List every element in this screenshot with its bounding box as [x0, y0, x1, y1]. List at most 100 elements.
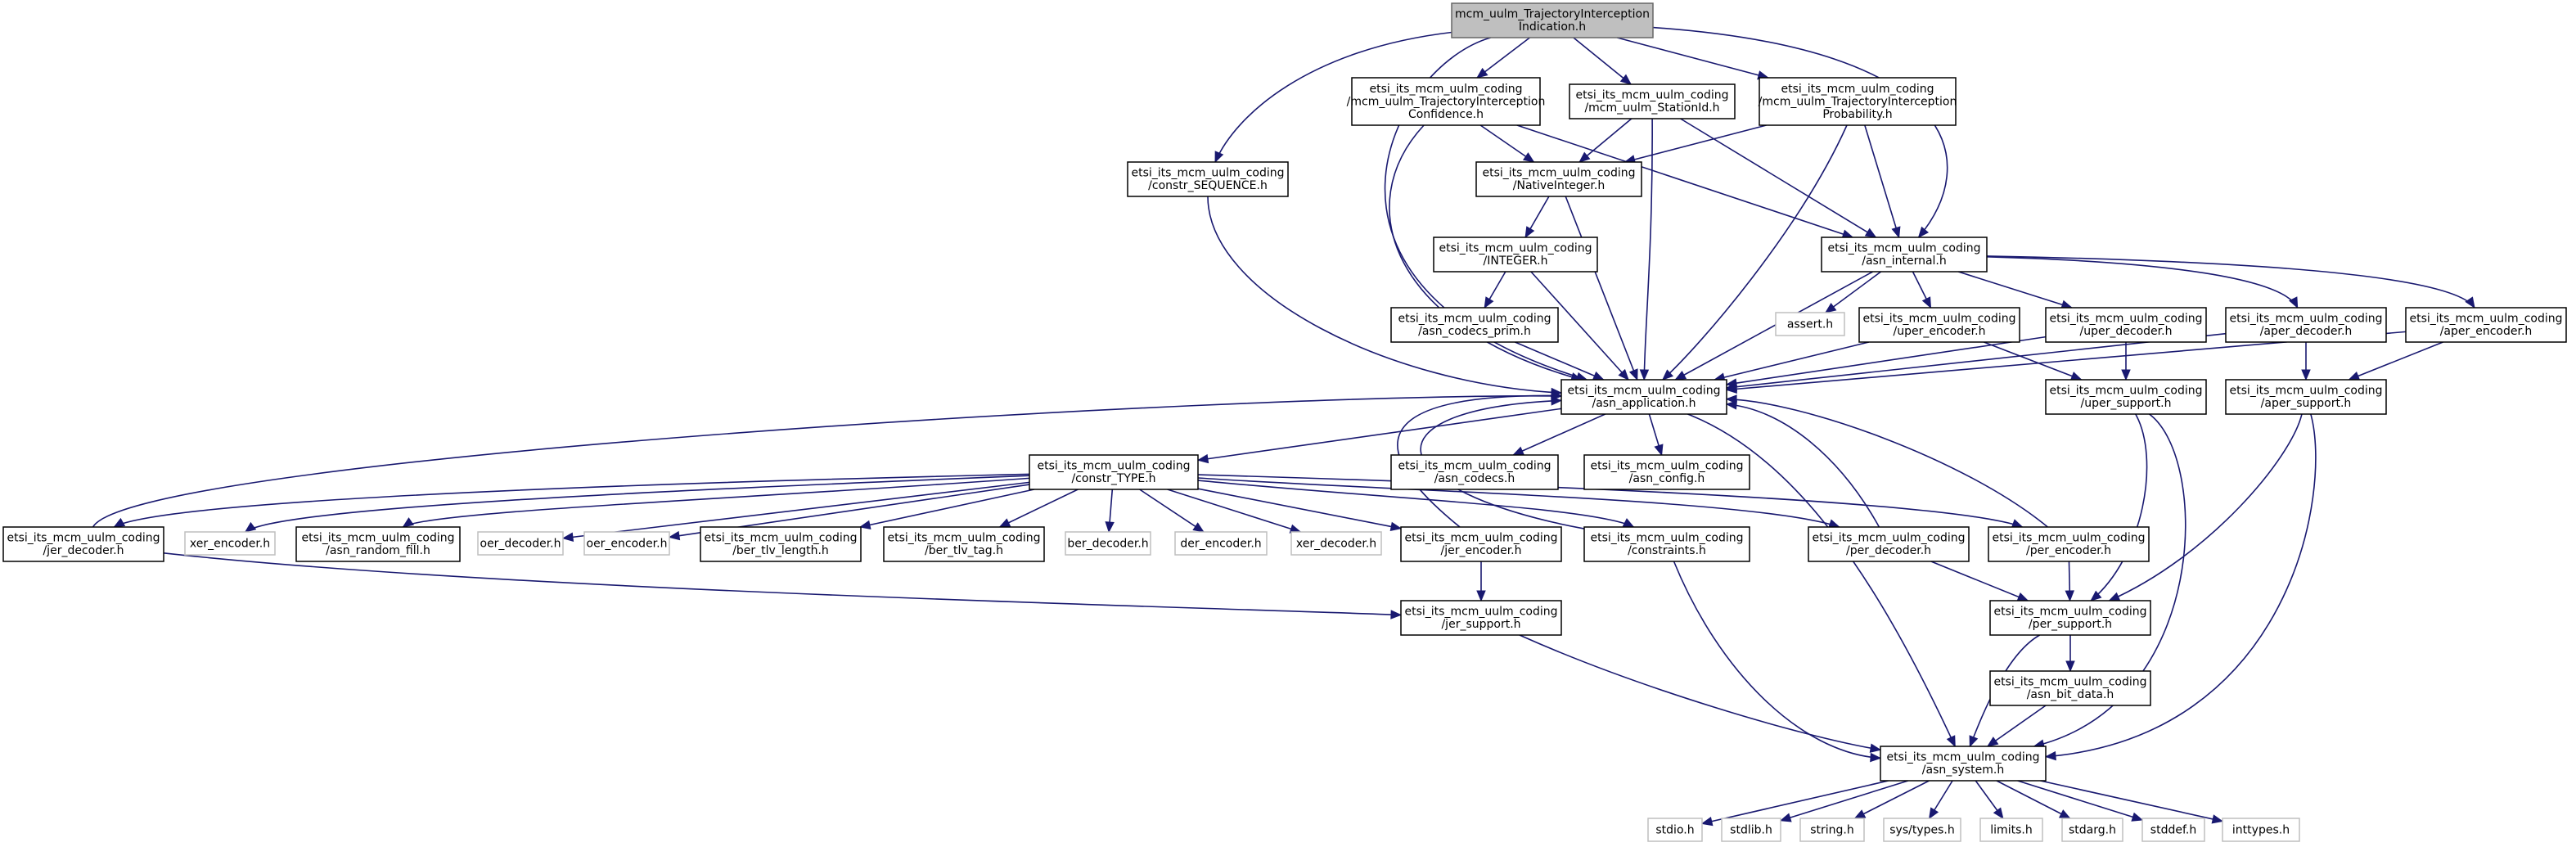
node-label-line: /aper_encoder.h: [2440, 325, 2533, 338]
node-box: [1400, 526, 1562, 562]
edge-line: [1662, 124, 1848, 381]
node-label-line: /per_decoder.h: [1846, 544, 1931, 557]
node-box: [2222, 818, 2300, 842]
node-uper-support[interactable]: etsi_its_mcm_uulm_coding/uper_support.h: [2045, 379, 2207, 415]
node-root[interactable]: mcm_uulm_TrajectoryInterceptionIndicatio…: [1451, 2, 1654, 38]
edge-line: [1987, 705, 2047, 747]
node-label-line: /constraints.h: [1628, 544, 1706, 557]
node-ber-tlv-length[interactable]: etsi_its_mcm_uulm_coding/ber_tlv_length.…: [700, 526, 862, 562]
edge-arrowhead: [1639, 369, 1650, 381]
node-label-line: etsi_its_mcm_uulm_coding: [301, 532, 454, 545]
edge-arrowhead: [1986, 737, 1999, 747]
node-probability[interactable]: etsi_its_mcm_uulm_coding/mcm_uulm_Trajec…: [1759, 77, 1957, 126]
node-label-line: /asn_application.h: [1592, 397, 1696, 410]
node-stddef: stddef.h: [2141, 818, 2205, 842]
edge-line: [1197, 477, 1840, 528]
node-box: [1029, 454, 1199, 490]
edge-arrowhead: [858, 520, 871, 529]
edge-line: [1930, 561, 2029, 601]
node-constr-sequence[interactable]: etsi_its_mcm_uulm_coding/constr_SEQUENCE…: [1127, 161, 1289, 197]
node-box: [1721, 818, 1781, 842]
node-xer-decoder: xer_decoder.h: [1290, 531, 1382, 556]
edge-line: [562, 481, 1030, 539]
node-label-line: inttypes.h: [2232, 823, 2290, 836]
node-uper-encoder[interactable]: etsi_its_mcm_uulm_coding/uper_encoder.h: [1858, 307, 2020, 343]
node-label-line: Probability.h: [1822, 108, 1892, 121]
node-jer-decoder[interactable]: etsi_its_mcm_uulm_coding/jer_decoder.h: [2, 526, 164, 562]
edge-line: [1167, 489, 1301, 533]
edge-arrowhead: [1476, 590, 1486, 602]
node-label-line: etsi_its_mcm_uulm_coding: [1131, 167, 1284, 180]
node-aper-encoder[interactable]: etsi_its_mcm_uulm_coding/aper_encoder.h: [2405, 307, 2567, 343]
node-confidence[interactable]: etsi_its_mcm_uulm_coding/mcm_uulm_Trajec…: [1347, 77, 1546, 126]
edge-asn_system-to-inttypes: [2040, 780, 2224, 824]
edge-asn_application-to-asn_config: [1648, 413, 1664, 457]
edge-arrowhead: [1946, 735, 1956, 748]
edge-uper_decoder-to-uper_support: [2121, 342, 2131, 381]
node-nativeinteger[interactable]: etsi_its_mcm_uulm_coding/NativeInteger.h: [1475, 161, 1642, 197]
node-string: string.h: [1799, 818, 1865, 842]
edge-root-to-constr_sequence: [1214, 31, 1452, 164]
edge-arrowhead: [998, 518, 1011, 528]
edge-confidence-to-nativeinteger: [1479, 124, 1535, 163]
node-uper-decoder[interactable]: etsi_its_mcm_uulm_coding/uper_decoder.h: [2045, 307, 2207, 343]
node-per-encoder[interactable]: etsi_its_mcm_uulm_coding/per_encoder.h: [1988, 526, 2150, 562]
edge-asn_internal-to-aper_encoder: [1986, 255, 2475, 309]
edge-probability-to-asn_application: [1661, 124, 1848, 381]
node-label-line: xer_decoder.h: [1296, 537, 1376, 550]
node-constr-type[interactable]: etsi_its_mcm_uulm_coding/constr_TYPE.h: [1029, 454, 1199, 490]
node-asn-internal[interactable]: etsi_its_mcm_uulm_coding/asn_internal.h: [1821, 237, 1988, 273]
node-box: [1390, 454, 1559, 490]
edge-arrowhead: [2465, 296, 2475, 309]
edge-aper_support-to-asn_system: [2044, 413, 2317, 761]
edge-arrowhead: [2065, 660, 2075, 673]
edge-line: [2040, 780, 2223, 822]
node-label-line: limits.h: [1990, 823, 2032, 836]
edge-line: [1214, 31, 1452, 163]
edge-arrowhead: [1993, 807, 2004, 820]
edge-line: [1726, 336, 2047, 385]
node-asn-codecs[interactable]: etsi_its_mcm_uulm_coding/asn_codecs.h: [1390, 454, 1559, 490]
edge-line: [1680, 118, 1876, 238]
node-label-line: etsi_its_mcm_uulm_coding: [1827, 242, 1980, 255]
edge-arrowhead: [2011, 519, 2024, 529]
edge-asn_system-to-stdlib: [1779, 780, 1909, 822]
node-per-support[interactable]: etsi_its_mcm_uulm_coding/per_support.h: [1989, 600, 2151, 636]
edge-arrowhead: [1700, 816, 1714, 827]
edge-per_decoder-to-asn_application: [1725, 400, 1880, 528]
node-asn-application[interactable]: etsi_its_mcm_uulm_coding/asn_application…: [1560, 379, 1727, 415]
node-integer[interactable]: etsi_its_mcm_uulm_coding/INTEGER.h: [1433, 237, 1598, 273]
node-per-decoder[interactable]: etsi_its_mcm_uulm_coding/per_decoder.h: [1808, 526, 1970, 562]
node-stationid[interactable]: etsi_its_mcm_uulm_coding/mcm_uulm_Statio…: [1569, 83, 1736, 119]
node-label-line: etsi_its_mcm_uulm_coding: [1992, 532, 2145, 545]
node-asn-random-fill[interactable]: etsi_its_mcm_uulm_coding/asn_random_fill…: [295, 526, 461, 562]
edge-constraints-to-asn_application: [1420, 396, 1585, 529]
node-aper-decoder[interactable]: etsi_its_mcm_uulm_coding/aper_decoder.h: [2225, 307, 2387, 343]
edge-line: [1780, 780, 1909, 822]
node-asn-config[interactable]: etsi_its_mcm_uulm_coding/asn_config.h: [1583, 454, 1750, 490]
node-box: [1759, 77, 1957, 126]
node-asn-system[interactable]: etsi_its_mcm_uulm_coding/asn_system.h: [1880, 746, 2047, 782]
node-asn-codecs-prim[interactable]: etsi_its_mcm_uulm_coding/asn_codecs_prim…: [1390, 307, 1559, 343]
node-asn-bit-data[interactable]: etsi_its_mcm_uulm_coding/asn_bit_data.h: [1989, 670, 2151, 706]
edge-line: [1197, 408, 1562, 462]
node-ber-tlv-tag[interactable]: etsi_its_mcm_uulm_coding/ber_tlv_tag.h: [883, 526, 1045, 562]
edge-arrowhead: [1578, 151, 1591, 163]
edge-line: [1530, 271, 1629, 381]
edge-arrowhead: [1196, 453, 1209, 464]
node-box: [1883, 818, 1961, 842]
edge-uper_decoder-to-asn_application: [1725, 336, 2047, 388]
node-jer-support[interactable]: etsi_its_mcm_uulm_coding/jer_support.h: [1400, 600, 1562, 636]
edge-arrowhead: [2131, 812, 2144, 822]
edge-line: [2109, 413, 2303, 601]
edge-line: [1476, 37, 1530, 79]
edge-root-to-confidence: [1476, 37, 1530, 79]
node-jer-encoder[interactable]: etsi_its_mcm_uulm_coding/jer_encoder.h: [1400, 526, 1562, 562]
node-constraints[interactable]: etsi_its_mcm_uulm_coding/constraints.h: [1583, 526, 1750, 562]
node-label-line: /NativeInteger.h: [1513, 179, 1605, 192]
edge-line: [1516, 124, 1853, 238]
edge-per_encoder-to-asn_application: [1725, 394, 2048, 528]
edge-uper_support-to-per_support: [2090, 413, 2148, 601]
node-aper-support[interactable]: etsi_its_mcm_uulm_coding/aper_support.h: [2225, 379, 2387, 415]
edge-arrowhead: [2058, 809, 2071, 819]
